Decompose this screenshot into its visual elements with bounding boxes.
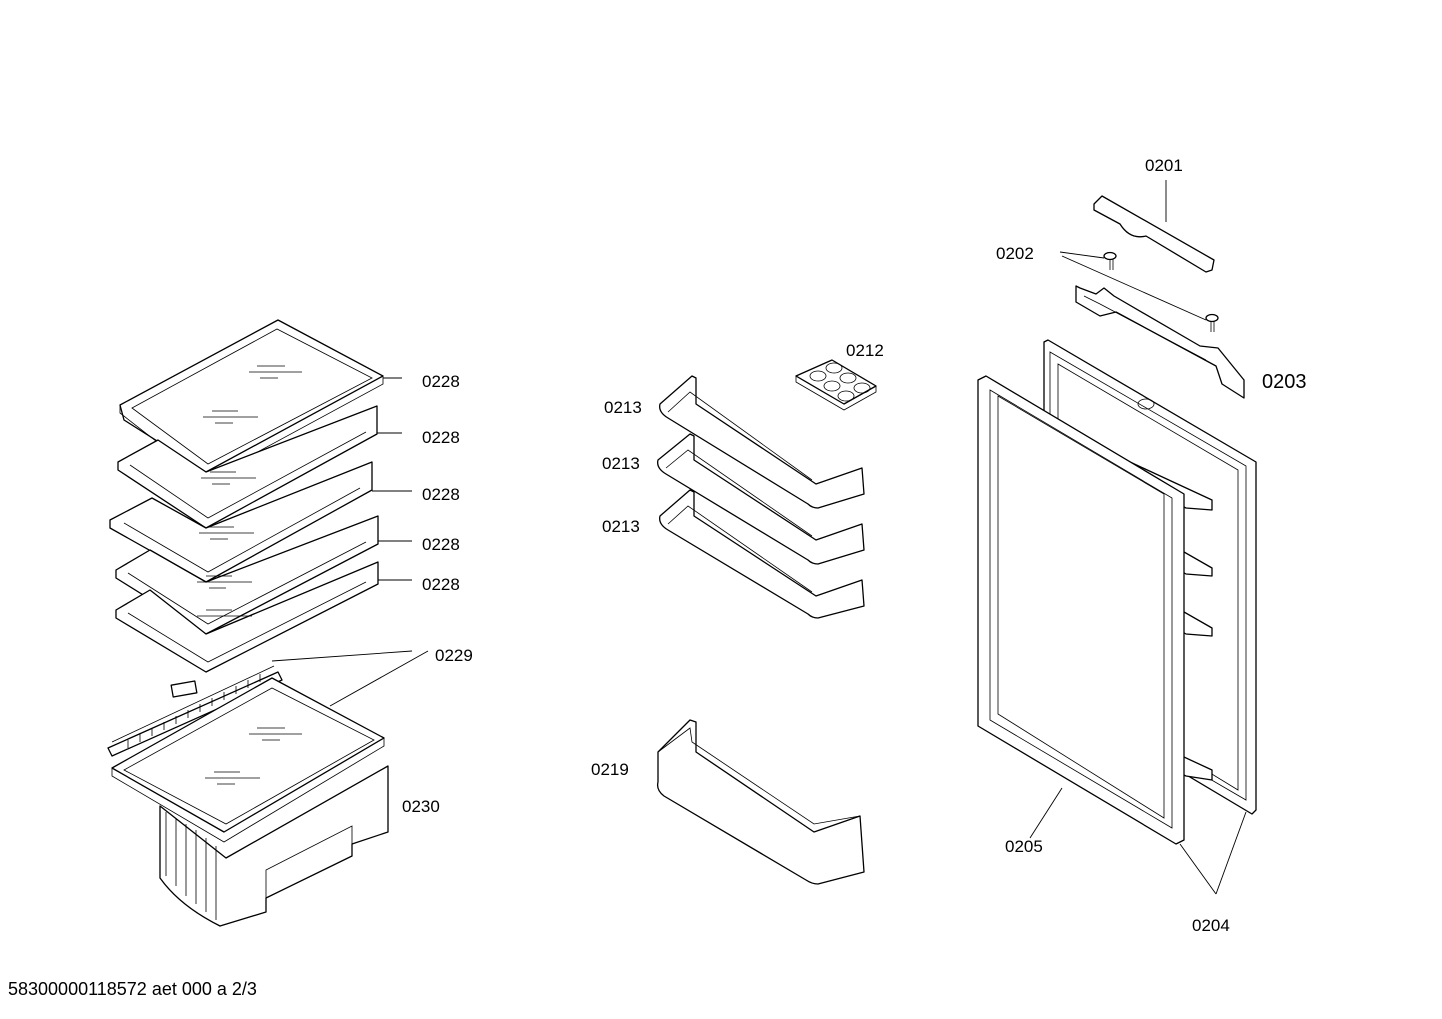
door-shelf-1: [659, 375, 865, 509]
drawing-reference-number: 58300000118572 aet 000 a 2/3: [8, 979, 257, 999]
crisper-drawer: [159, 765, 389, 927]
label-0228-2: 0228: [422, 428, 460, 447]
door-gasket: [977, 375, 1185, 845]
label-0212: 0212: [846, 341, 884, 360]
glass-shelf-2: [117, 405, 378, 529]
handle-cover: [1093, 195, 1215, 273]
label-0228-5: 0228: [422, 575, 460, 594]
label-0213-3: 0213: [602, 517, 640, 536]
glass-shelf-3: [109, 461, 373, 583]
right-leaders: [1029, 180, 1247, 895]
label-0213-2: 0213: [602, 454, 640, 473]
screw-right: [1205, 313, 1219, 332]
hinge-bracket: [1075, 285, 1245, 399]
glass-shelves: [109, 319, 384, 673]
label-0205: 0205: [1005, 837, 1043, 856]
door-shelf-2: [657, 433, 865, 565]
left-leaders: [271, 377, 429, 707]
glass-shelf-4: [115, 515, 379, 635]
glass-shelf-5: [115, 561, 379, 673]
label-0201: 0201: [1145, 156, 1183, 175]
label-0228-1: 0228: [422, 372, 460, 391]
label-0213-1: 0213: [604, 398, 642, 417]
label-0228-4: 0228: [422, 535, 460, 554]
label-0230: 0230: [402, 797, 440, 816]
label-0229: 0229: [435, 646, 473, 665]
label-0228-3: 0228: [422, 485, 460, 504]
label-0203: 0203: [1262, 371, 1307, 393]
shelf-support-rail: [107, 665, 283, 757]
label-0219: 0219: [591, 760, 629, 779]
door-shelf-3: [659, 489, 865, 619]
label-0204: 0204: [1192, 916, 1230, 935]
egg-tray: [795, 359, 877, 411]
label-0202: 0202: [996, 244, 1034, 263]
bottle-shelf: [656, 719, 865, 885]
crisper-cover-glass: [111, 677, 385, 843]
glass-shelf-1: [119, 319, 384, 481]
screw-left: [1103, 251, 1117, 270]
